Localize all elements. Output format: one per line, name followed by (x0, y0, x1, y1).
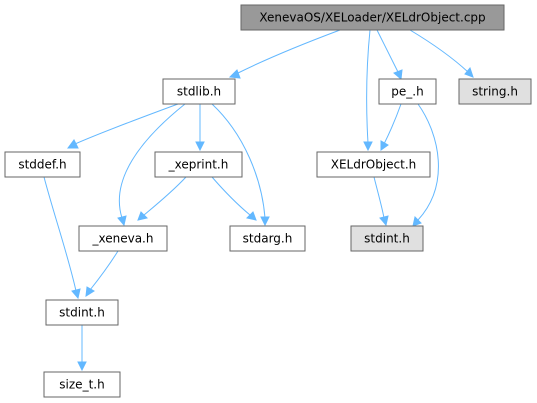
node-stdint-sys-box (350, 225, 424, 252)
graph-edges (43, 29, 474, 372)
node-xeneva-box (78, 225, 168, 252)
node-stdlib-box (162, 78, 236, 105)
node-xeprint[interactable]: _xeprint.h (154, 151, 243, 178)
edge-xeneva-stdint (85, 250, 119, 297)
edge-root-xeldrobj (363, 29, 373, 152)
node-stddef-label: stddef.h (18, 158, 66, 172)
node-stdarg-box (229, 225, 306, 252)
edge-xeprint-xeneva (137, 176, 187, 221)
node-xeprint-label: _xeprint.h (168, 158, 229, 172)
node-xeprint-box (154, 151, 243, 178)
node-stdarg-label: stdarg.h (243, 232, 293, 246)
node-string: string.h (458, 78, 532, 105)
node-stddef-box (4, 151, 81, 178)
edge-stdlib-stddef (67, 103, 179, 149)
node-xeneva-label: _xeneva.h (92, 232, 154, 246)
node-root-label: XenevaOS/XELoader/XELdrObject.cpp (259, 11, 485, 25)
node-stdint-sys-label: stdint.h (364, 232, 410, 246)
node-stdlib[interactable]: stdlib.h (162, 78, 236, 105)
edge-root-stdlib (228, 29, 341, 79)
edge-pe-xeldrobj (380, 103, 402, 151)
node-pe-box (378, 78, 437, 105)
edge-stdlib-xeneva (117, 103, 186, 227)
edge-stdlib-stdarg (211, 103, 270, 227)
node-string-box (458, 78, 532, 105)
edge-root-pe (376, 29, 403, 80)
node-stdint[interactable]: stdint.h (45, 299, 119, 326)
edge-stddef-stdint (43, 176, 81, 300)
node-xeldrobj-box (316, 151, 431, 178)
node-stdint-box (45, 299, 119, 326)
node-xeldrobj-label: XELdrObject.h (331, 158, 417, 172)
edge-pe-stdint-sys (412, 103, 439, 227)
node-stddef[interactable]: stddef.h (4, 151, 81, 178)
node-xeneva[interactable]: _xeneva.h (78, 225, 168, 252)
node-stdint-sys: stdint.h (350, 225, 424, 252)
node-stdint-label: stdint.h (59, 306, 105, 320)
node-string-label: string.h (472, 85, 518, 99)
edge-xeprint-stdarg (211, 176, 257, 221)
graph-nodes: XenevaOS/XELoader/XELdrObject.cpp stdlib… (4, 4, 532, 398)
edge-stdint-sizet (77, 325, 87, 372)
node-pe[interactable]: pe_.h (378, 78, 437, 105)
node-root: XenevaOS/XELoader/XELdrObject.cpp (240, 4, 505, 31)
node-pe-label: pe_.h (391, 85, 423, 99)
node-root-box (240, 4, 505, 31)
node-stdarg[interactable]: stdarg.h (229, 225, 306, 252)
edge-root-string (409, 29, 474, 78)
node-xeldrobj[interactable]: XELdrObject.h (316, 151, 431, 178)
edge-stdlib-xeprint (195, 104, 205, 152)
node-stdlib-label: stdlib.h (177, 85, 221, 99)
node-sizet[interactable]: size_t.h (43, 371, 121, 398)
edge-xeldrobj-stdint-sys (373, 176, 389, 227)
node-sizet-label: size_t.h (59, 378, 104, 392)
node-sizet-box (43, 371, 121, 398)
